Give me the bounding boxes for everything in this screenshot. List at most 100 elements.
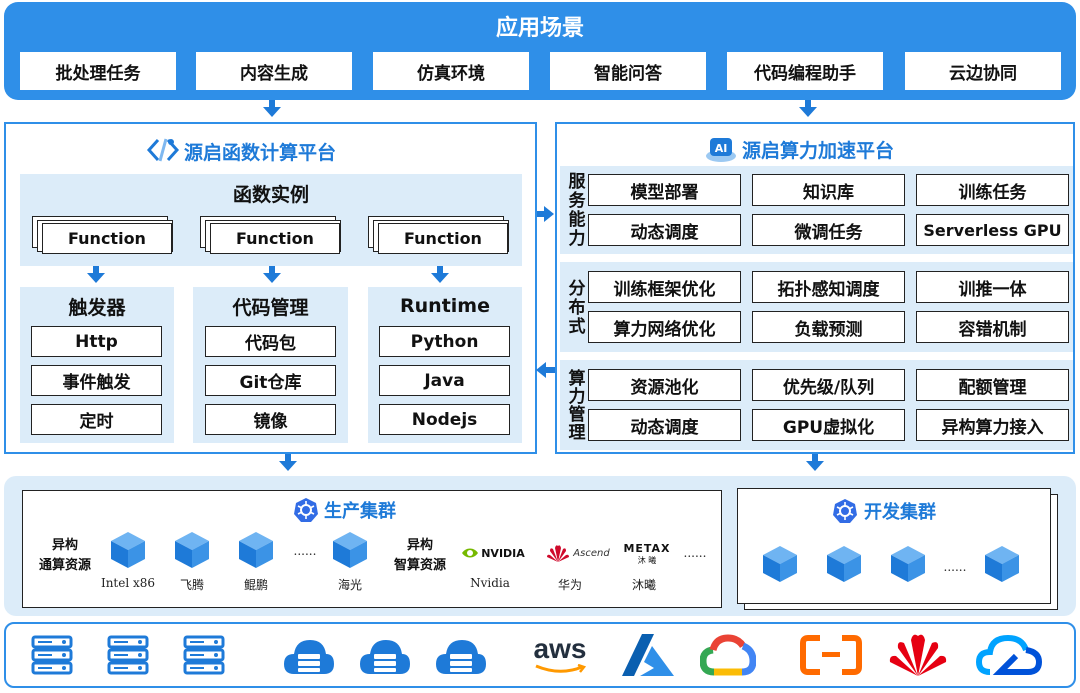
aws-logo-text: aws <box>533 633 587 664</box>
resource-label: Intel x86 <box>100 576 156 590</box>
trigger-item: Http <box>31 326 162 357</box>
function-card: Function <box>378 223 508 254</box>
function-card: Function <box>42 223 172 254</box>
cube-icon <box>172 530 212 574</box>
kubernetes-icon <box>833 499 857 523</box>
arrow-shaft <box>269 100 275 108</box>
nvidia-logo-text: NVIDIA <box>481 546 525 560</box>
trigger-title: 触发器 <box>68 296 126 319</box>
function-platform-title: 源启函数计算平台 <box>184 141 337 164</box>
compute-management-item: 动态调度 <box>588 409 741 441</box>
server-rack-icon <box>107 635 149 675</box>
service-capability-label: 服务能力 <box>560 166 588 254</box>
server-rack-icon <box>183 635 225 675</box>
app-scene-item: 内容生成 <box>196 52 352 90</box>
distributed-item: 容错机制 <box>916 311 1069 343</box>
runtime-title: Runtime <box>400 295 490 317</box>
smart-label-line: 智算资源 <box>393 558 446 573</box>
resource-label: 沐曦 <box>631 578 656 592</box>
code-management-item: Git仓库 <box>205 365 336 396</box>
metax-logo-text: METAX <box>623 542 671 555</box>
service-item: 模型部署 <box>588 174 741 206</box>
cloud-server-icon <box>284 640 334 674</box>
nvidia-logo: NVIDIA <box>455 544 531 562</box>
google-cloud-logo <box>700 634 756 676</box>
service-item: 训练任务 <box>916 174 1069 206</box>
dev-cluster-panel <box>737 488 1051 604</box>
group-label-text: 算力管理 <box>564 369 585 441</box>
arrow-shaft <box>545 367 555 373</box>
cube-icon <box>760 544 800 588</box>
resource-label: 华为 <box>557 578 582 592</box>
compute-management-item: 优先级/队列 <box>752 369 905 401</box>
arrow-shaft <box>537 211 545 217</box>
resource-label: 鲲鹏 <box>243 578 268 592</box>
service-item: 知识库 <box>752 174 905 206</box>
runtime-item: Python <box>379 326 510 357</box>
arrow-down-icon <box>806 461 824 471</box>
huawei-logo <box>889 634 947 676</box>
huawei-ascend-logo: Ascend <box>540 540 616 566</box>
ai-chip-icon: AI <box>706 138 736 162</box>
arrow-down-icon <box>263 273 281 283</box>
arrow-down-icon <box>279 461 297 471</box>
cube-icon <box>330 530 370 574</box>
aws-logo: aws <box>528 630 592 678</box>
distributed-item: 训练框架优化 <box>588 271 741 303</box>
code-management-item: 代码包 <box>205 326 336 357</box>
app-scene-item: 智能问答 <box>550 52 706 90</box>
code-management-item: 镜像 <box>205 404 336 435</box>
distributed-item: 拓扑感知调度 <box>752 271 905 303</box>
arrow-right-icon <box>544 206 554 222</box>
accel-platform-title: 源启算力加速平台 <box>742 139 895 162</box>
trigger-item: 事件触发 <box>31 365 162 396</box>
compute-management-item: 异构算力接入 <box>916 409 1069 441</box>
app-scene-item: 代码编程助手 <box>727 52 883 90</box>
metax-logo: METAX 沐 曦 <box>622 540 672 568</box>
ascend-logo-text: Ascend <box>573 547 610 559</box>
resource-label: 海光 <box>337 578 362 592</box>
cube-icon <box>824 544 864 588</box>
arrow-shaft <box>285 454 291 462</box>
resource-label: 飞腾 <box>179 578 204 592</box>
group-label-text: 服务能力 <box>564 172 585 248</box>
code-management-title: 代码管理 <box>232 296 309 319</box>
cloud-server-icon <box>360 640 410 674</box>
arrow-shaft <box>812 454 818 462</box>
service-item: Serverless GPU <box>916 214 1069 246</box>
runtime-item: Nodejs <box>379 404 510 435</box>
trigger-item: 定时 <box>31 404 162 435</box>
app-scene-item: 云边协同 <box>905 52 1061 90</box>
distributed-item: 训推一体 <box>916 271 1069 303</box>
ellipsis: ...... <box>943 560 967 574</box>
arrow-shaft <box>437 266 443 274</box>
dev-cluster-title: 开发集群 <box>864 502 936 523</box>
service-item: 动态调度 <box>588 214 741 246</box>
cube-icon <box>236 530 276 574</box>
arrow-shaft <box>805 100 811 108</box>
cube-icon <box>982 544 1022 588</box>
svg-text:AI: AI <box>715 142 728 155</box>
function-instances-title: 函数实例 <box>232 183 309 206</box>
general-label-line: 异构 <box>51 538 78 553</box>
arrow-shaft <box>93 266 99 274</box>
kubernetes-icon <box>294 498 318 522</box>
prod-cluster-title: 生产集群 <box>324 501 396 522</box>
arrow-down-icon <box>799 107 817 117</box>
app-scene-title: 应用场景 <box>495 16 584 41</box>
arrow-shaft <box>269 266 275 274</box>
cloud-server-icon <box>436 640 486 674</box>
resource-label: Nvidia <box>470 576 510 590</box>
app-scene-panel <box>4 2 1076 100</box>
compute-management-item: 配额管理 <box>916 369 1069 401</box>
arrow-left-icon <box>536 362 546 378</box>
code-link-icon <box>146 138 180 162</box>
metax-logo-cn: 沐 曦 <box>637 556 657 565</box>
ellipsis: ...... <box>683 546 707 560</box>
arrow-down-icon <box>87 273 105 283</box>
ellipsis: ...... <box>293 544 317 558</box>
service-item: 微调任务 <box>752 214 905 246</box>
alibaba-cloud-logo <box>800 635 862 675</box>
arrow-down-icon <box>263 107 281 117</box>
compute-management-item: GPU虚拟化 <box>752 409 905 441</box>
